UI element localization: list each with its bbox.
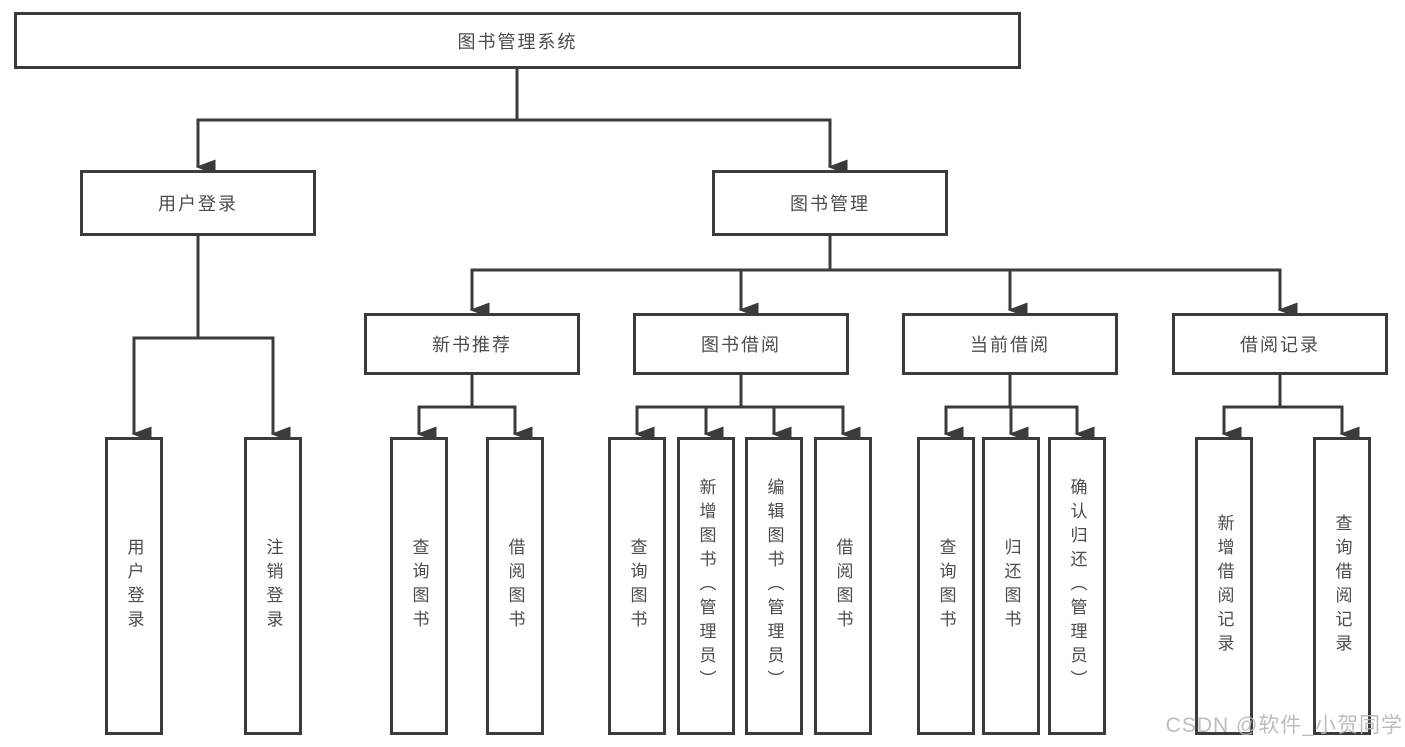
leaf-borrow-query-label: 查询图书 [627, 538, 647, 634]
node-borrow-records: 借阅记录 [1172, 313, 1388, 375]
leaf-borrow-edit: 编辑图书（管理员） [745, 437, 803, 735]
node-book-mgmt-label: 图书管理 [790, 194, 870, 214]
leaf-records-add-label: 新增借阅记录 [1214, 514, 1234, 658]
leaf-logout-label: 注销登录 [263, 538, 283, 634]
node-book-borrow: 图书借阅 [633, 313, 849, 375]
leaf-borrow-add-label: 新增图书（管理员） [696, 478, 716, 694]
node-current-borrow: 当前借阅 [902, 313, 1118, 375]
leaf-current-return-label: 归还图书 [1001, 538, 1021, 634]
leaf-records-add: 新增借阅记录 [1195, 437, 1253, 735]
node-current-borrow-label: 当前借阅 [970, 335, 1050, 355]
node-book-borrow-label: 图书借阅 [701, 335, 781, 355]
leaf-user-login: 用户登录 [105, 437, 163, 735]
node-user-login: 用户登录 [80, 170, 316, 236]
leaf-user-login-label: 用户登录 [124, 538, 144, 634]
leaf-borrow-query: 查询图书 [608, 437, 666, 735]
leaf-newbook-query-label: 查询图书 [409, 538, 429, 634]
leaf-newbook-borrow-label: 借阅图书 [505, 538, 525, 634]
leaf-borrow-borrow: 借阅图书 [814, 437, 872, 735]
node-new-book-rec-label: 新书推荐 [432, 335, 512, 355]
leaf-current-return: 归还图书 [982, 437, 1040, 735]
leaf-current-confirm: 确认归还（管理员） [1048, 437, 1106, 735]
node-root-label: 图书管理系统 [457, 31, 578, 52]
csdn-watermark: CSDN @软件_小贺同学 [1165, 714, 1403, 737]
leaf-records-query: 查询借阅记录 [1313, 437, 1371, 735]
leaf-borrow-edit-label: 编辑图书（管理员） [764, 478, 784, 694]
node-user-login-label: 用户登录 [158, 194, 238, 214]
node-new-book-rec: 新书推荐 [364, 313, 580, 375]
leaf-records-query-label: 查询借阅记录 [1332, 514, 1352, 658]
leaf-current-query-label: 查询图书 [936, 538, 956, 634]
node-root: 图书管理系统 [14, 12, 1021, 69]
leaf-borrow-add: 新增图书（管理员） [677, 437, 735, 735]
leaf-current-confirm-label: 确认归还（管理员） [1067, 478, 1087, 694]
leaf-logout: 注销登录 [244, 437, 302, 735]
leaf-newbook-query: 查询图书 [390, 437, 448, 735]
leaf-borrow-borrow-label: 借阅图书 [833, 538, 853, 634]
leaf-newbook-borrow: 借阅图书 [486, 437, 544, 735]
node-book-mgmt: 图书管理 [712, 170, 948, 236]
node-borrow-records-label: 借阅记录 [1240, 335, 1320, 355]
leaf-current-query: 查询图书 [917, 437, 975, 735]
